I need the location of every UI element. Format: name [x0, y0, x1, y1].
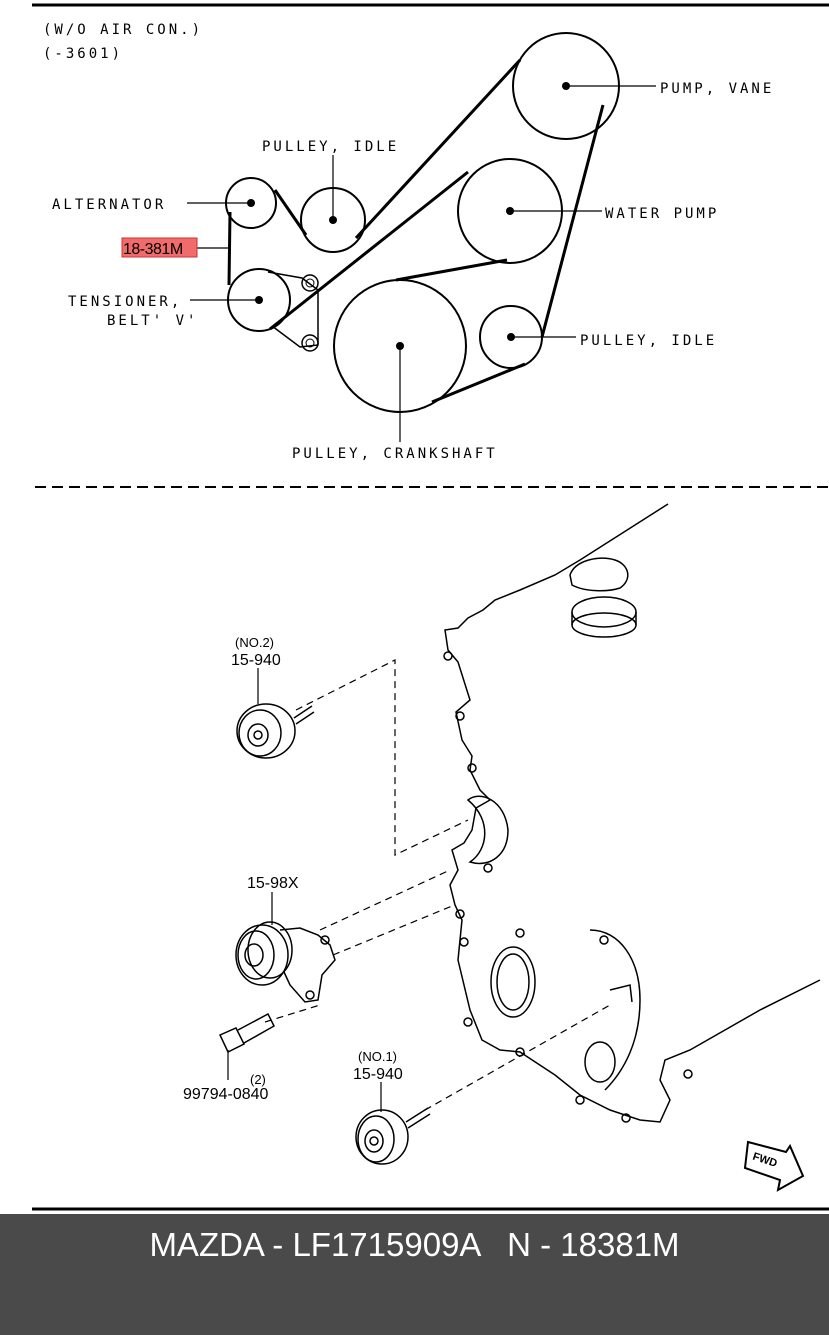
label-tensioner-line2: BELT' V' — [107, 313, 198, 329]
label-bolt-qty: (2) — [250, 1072, 266, 1087]
parts-diagram: (W/O AIR CON.) (-3601) PUMP, VANE PULLEY… — [32, 3, 829, 1211]
footer-bar: MAZDA - LF1715909A N - 18381M — [0, 1214, 829, 1335]
v-belt — [227, 58, 605, 404]
label-bolt-part[interactable]: 99794-0840 — [183, 1086, 269, 1103]
label-highlight-part[interactable]: 18-381M — [123, 241, 183, 258]
bolt — [218, 1012, 275, 1054]
label-tensioner-part[interactable]: 15-98X — [247, 875, 299, 892]
label-pulley-crankshaft: PULLEY, CRANKSHAFT — [292, 446, 498, 462]
label-alternator: ALTERNATOR — [52, 197, 166, 213]
label-no2: (NO.2) — [235, 635, 274, 650]
top-labels: (W/O AIR CON.) (-3601) PUMP, VANE PULLEY… — [43, 22, 774, 462]
highlight-box — [121, 237, 198, 258]
label-no2-part[interactable]: 15-940 — [231, 652, 281, 669]
tensioner-assembly — [235, 921, 336, 1003]
idler-pulley-no1 — [355, 1107, 431, 1165]
label-pulley-idle-lower: PULLEY, IDLE — [580, 333, 717, 349]
label-no1: (NO.1) — [358, 1049, 397, 1064]
bottom-labels: (NO.2) 15-940 15-98X (2) 99794-0840 (NO.… — [183, 635, 779, 1170]
label-tensioner-line1: TENSIONER, — [68, 294, 182, 310]
label-pulley-idle-upper: PULLEY, IDLE — [262, 139, 399, 155]
belt-routing-diagram — [187, 32, 656, 442]
fwd-label: FWD — [751, 1151, 779, 1170]
idler-pulley-no2 — [236, 703, 315, 759]
header-line1: (W/O AIR CON.) — [43, 22, 203, 38]
exploded-view — [218, 503, 821, 1192]
label-water-pump: WATER PUMP — [605, 206, 719, 222]
label-no1-part[interactable]: 15-940 — [353, 1066, 403, 1083]
footer-text: MAZDA - LF1715909A N - 18381M — [149, 1226, 680, 1263]
label-pump-vane: PUMP, VANE — [660, 81, 774, 97]
header-line2: (-3601) — [43, 46, 123, 62]
